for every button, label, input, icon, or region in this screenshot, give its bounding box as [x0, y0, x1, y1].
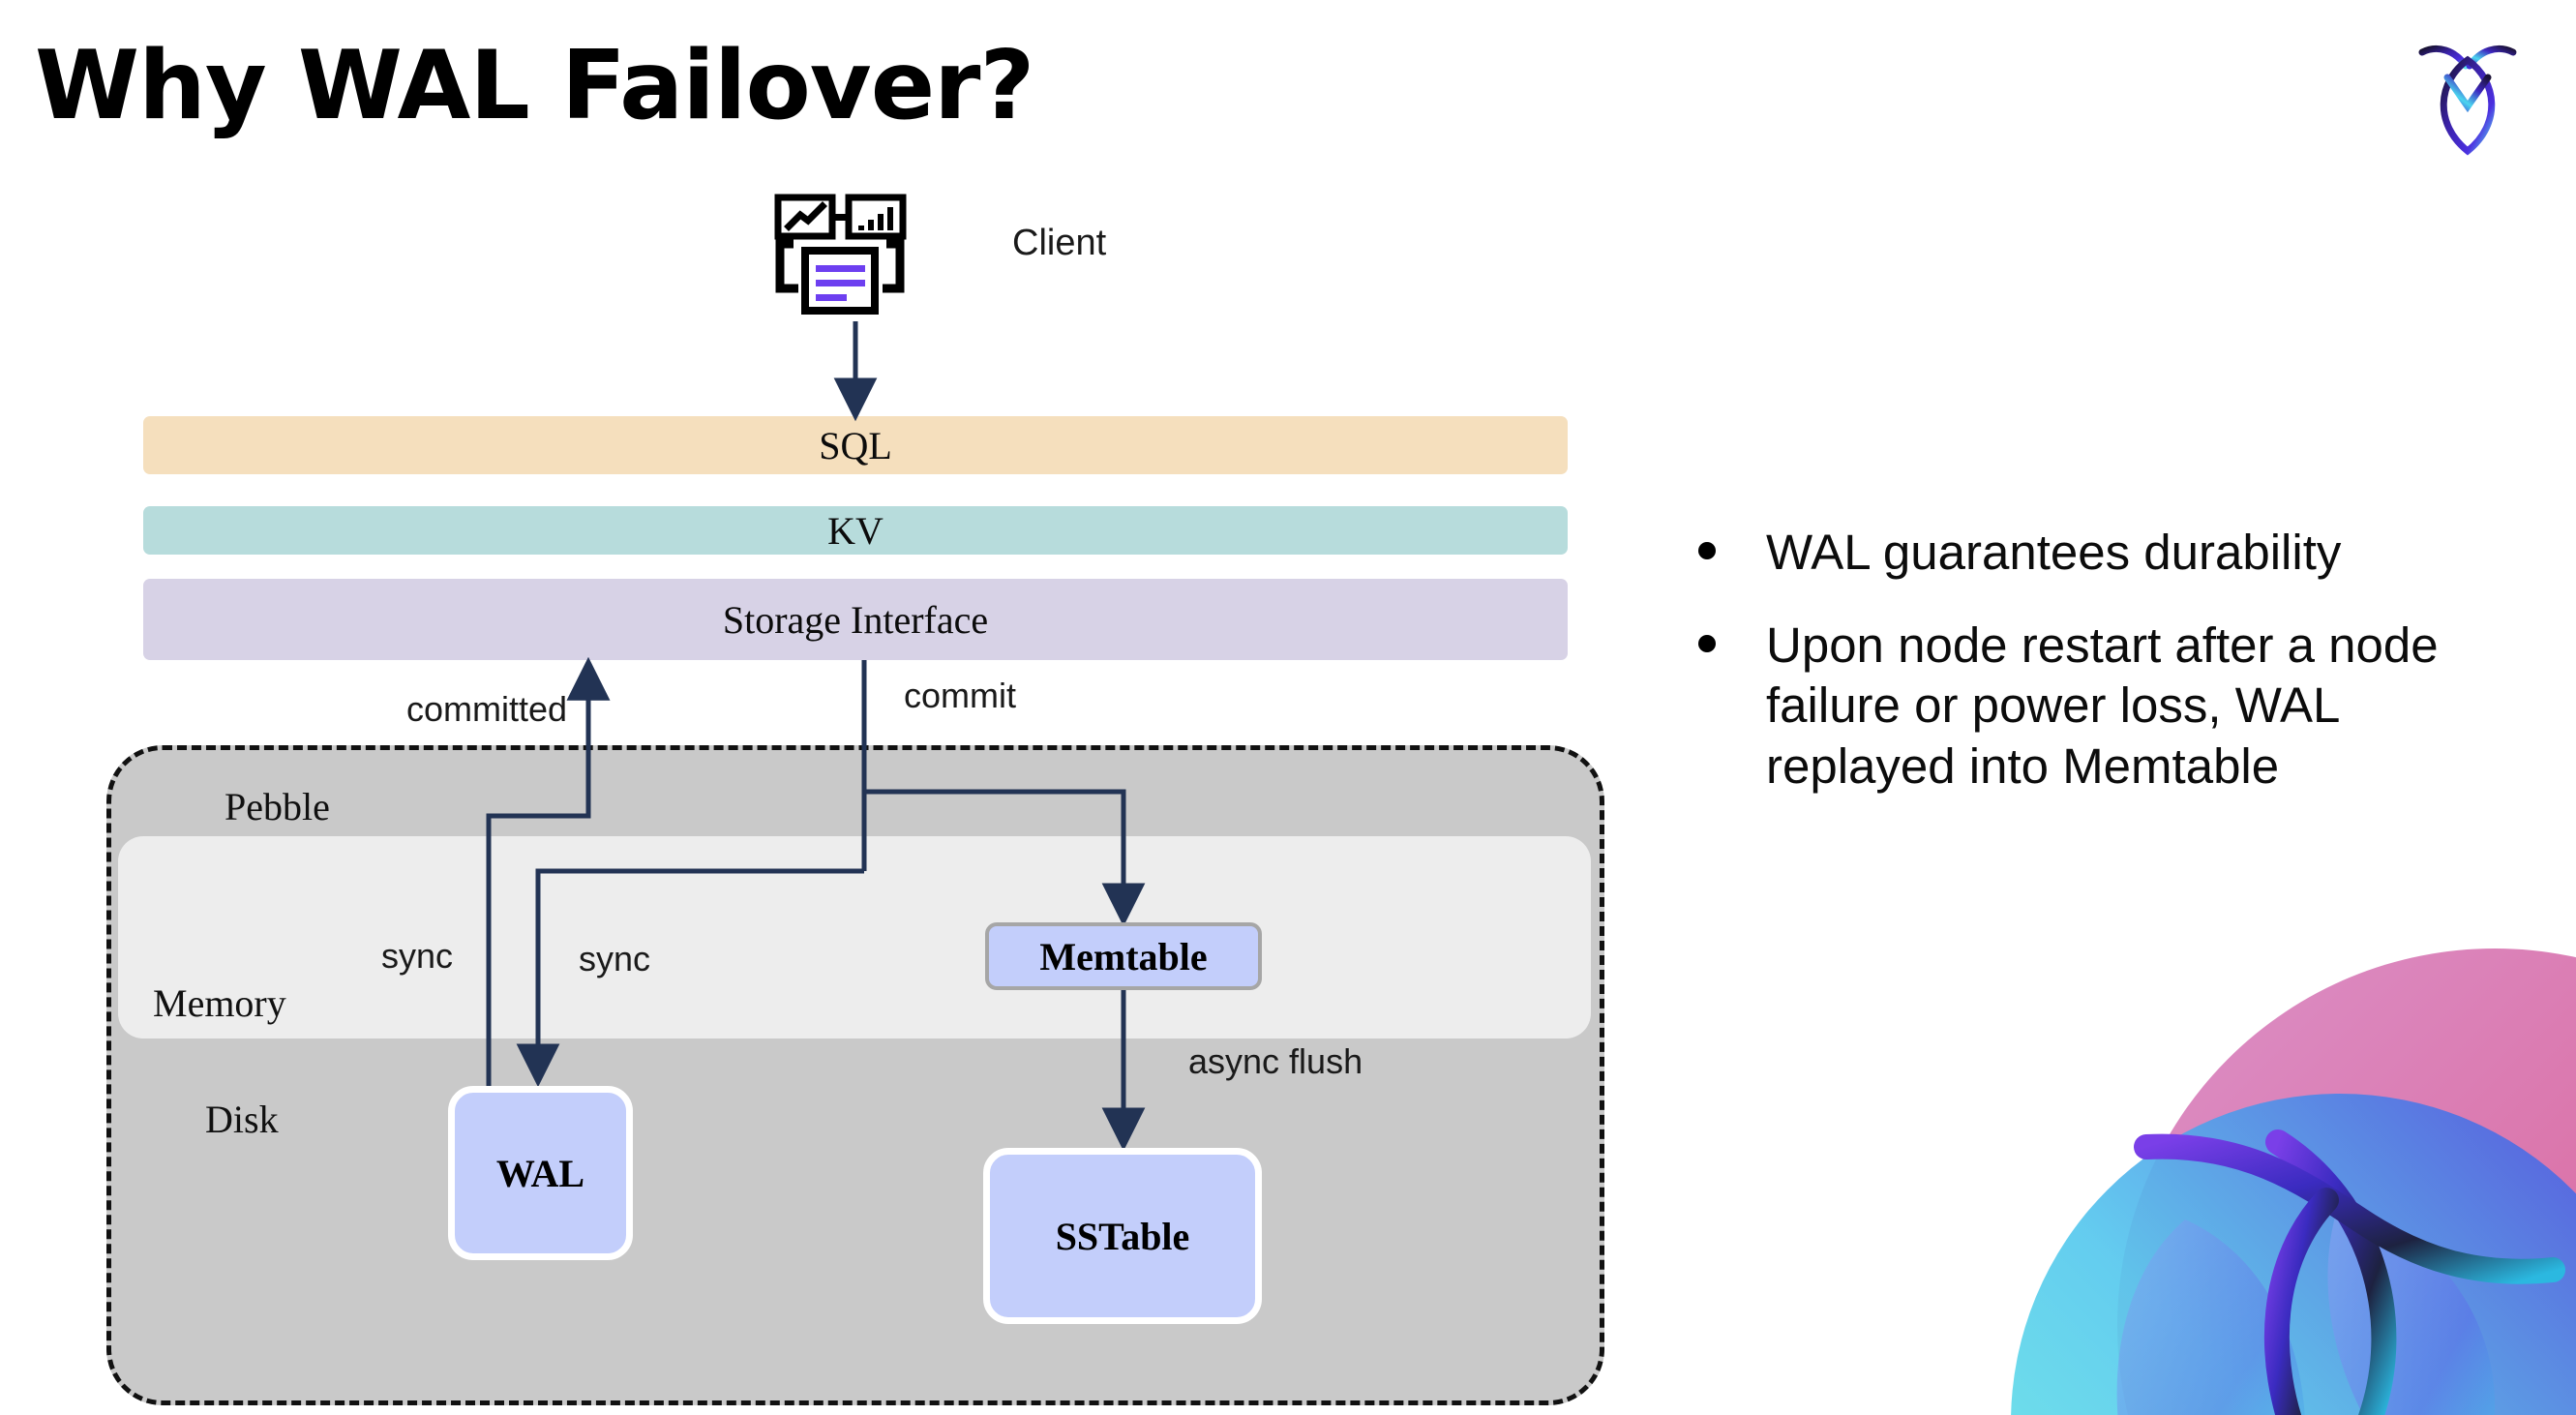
edge-label-sync-committed: sync	[381, 936, 454, 976]
edge-label-async-flush: async flush	[1188, 1041, 1363, 1081]
bullet-dot-icon	[1698, 542, 1716, 559]
node-sstable: SSTable	[983, 1148, 1262, 1324]
layer-bar-storage-interface: Storage Interface	[143, 579, 1568, 660]
edge-label-sync-wal: sync	[579, 939, 651, 978]
layer-bar-sql-label: SQL	[819, 423, 892, 467]
pebble-label: Pebble	[225, 785, 330, 828]
memory-label: Memory	[153, 981, 286, 1025]
bullet-text: Upon node restart after a node failure o…	[1766, 617, 2439, 794]
edge-label-commit: commit	[904, 676, 1016, 715]
edge-label-committed: committed	[406, 689, 568, 729]
disk-label: Disk	[205, 1098, 279, 1141]
bullet-list: WAL guarantees durability Upon node rest…	[1698, 523, 2531, 829]
layer-bar-sql: SQL	[143, 416, 1568, 474]
bullet-dot-icon	[1698, 635, 1716, 653]
list-item: Upon node restart after a node failure o…	[1698, 616, 2531, 797]
node-sstable-label: SSTable	[1055, 1214, 1190, 1258]
node-memtable-label: Memtable	[1039, 934, 1208, 978]
page-title: Why WAL Failover?	[35, 31, 1034, 141]
cockroachdb-gradient-mark-icon	[1953, 910, 2576, 1415]
architecture-diagram: Client SQL KV Storage Interface Pebble M…	[106, 194, 1604, 1405]
list-item: WAL guarantees durability	[1698, 523, 2531, 583]
node-memtable: Memtable	[985, 922, 1262, 990]
layer-bar-storage-interface-label: Storage Interface	[722, 597, 989, 642]
client-dashboard-icon	[772, 194, 927, 329]
layer-bar-kv-label: KV	[827, 508, 884, 553]
layer-bar-kv: KV	[143, 506, 1568, 555]
bullet-text: WAL guarantees durability	[1766, 525, 2342, 580]
node-wal-label: WAL	[495, 1151, 585, 1195]
client-label: Client	[1012, 223, 1107, 263]
node-wal: WAL	[448, 1086, 633, 1260]
memory-region	[118, 836, 1591, 1039]
cockroachdb-logo-icon	[2405, 31, 2531, 166]
